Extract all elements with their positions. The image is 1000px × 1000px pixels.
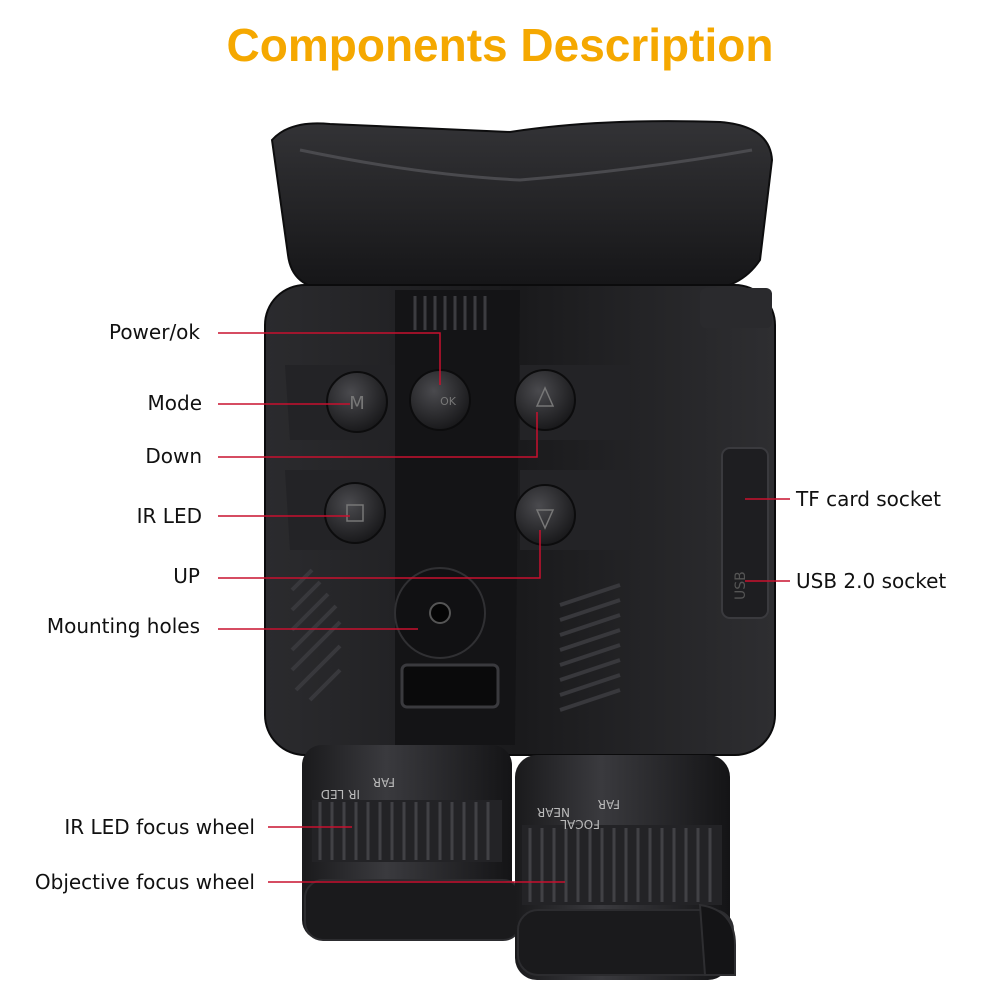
svg-text:M: M — [349, 393, 365, 414]
label-ir-led-focus-wheel: IR LED focus wheel — [64, 815, 255, 839]
ir-led-lens: FAR IR LED — [302, 745, 522, 941]
objective-focus-wheel-ribs — [528, 828, 712, 902]
button-ir-led[interactable] — [324, 482, 386, 544]
svg-text:OK: OK — [440, 395, 457, 408]
objective-lens: FAR NEAR FOCAL — [515, 755, 736, 980]
label-objective-focus-wheel: Objective focus wheel — [34, 870, 255, 894]
svg-text:FOCAL: FOCAL — [560, 817, 600, 831]
svg-text:FAR: FAR — [373, 775, 395, 789]
triangle-up-icon — [535, 386, 555, 407]
tripod-mount — [394, 567, 486, 659]
mounting-hole — [429, 602, 451, 624]
svg-text:USB: USB — [733, 571, 749, 600]
label-power-ok: Power/ok — [108, 320, 200, 344]
label-down: Down — [145, 444, 202, 468]
label-up: UP — [173, 564, 200, 588]
label-mounting-holes: Mounting holes — [46, 614, 200, 638]
eyecup — [270, 120, 774, 291]
ir-focus-wheel-ribs — [318, 802, 490, 860]
label-mode: Mode — [147, 391, 203, 415]
svg-text:IR LED: IR LED — [321, 787, 360, 801]
port-cover — [721, 447, 769, 619]
label-tf-card-socket: TF card socket — [796, 487, 941, 511]
page-title: Components Description — [226, 19, 774, 71]
button-power-ok[interactable]: OK — [409, 369, 471, 431]
svg-text:FAR: FAR — [598, 797, 620, 811]
lens-cap-tab — [698, 903, 736, 976]
lanyard-slot — [400, 663, 500, 709]
svg-text:NEAR: NEAR — [537, 805, 570, 819]
label-usb-socket: USB 2.0 socket — [796, 569, 947, 593]
button-down-arrow[interactable] — [514, 484, 576, 546]
ir-icon — [346, 504, 364, 522]
left-grip-texture — [290, 568, 342, 702]
button-up-arrow[interactable] — [514, 369, 576, 431]
triangle-down-icon — [535, 509, 555, 530]
label-ir-led: IR LED — [136, 504, 202, 528]
right-grip-texture — [559, 583, 621, 712]
button-mode[interactable]: M — [326, 371, 388, 433]
top-vent — [413, 296, 487, 330]
